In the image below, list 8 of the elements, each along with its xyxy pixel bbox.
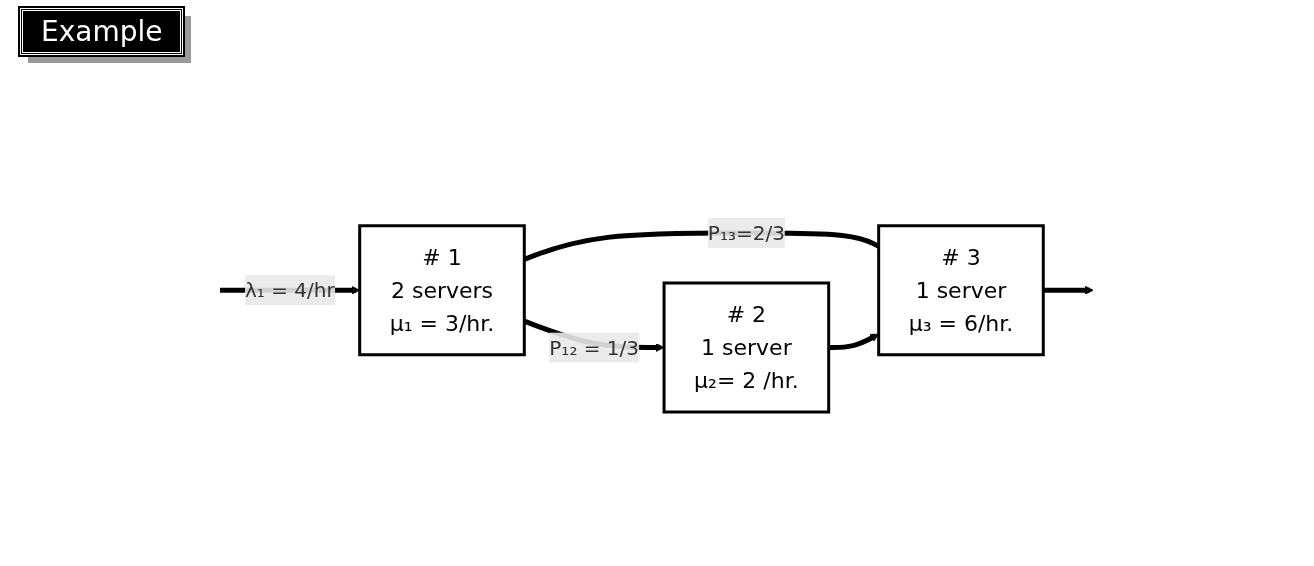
edge-label: P₁₂ = 1/3 — [549, 335, 640, 360]
node-box: # 3 1 server μ₃ = 6/hr. — [877, 224, 1046, 357]
node-box: # 1 2 servers μ₁ = 3/hr. — [358, 224, 527, 357]
arrow — [1043, 285, 1095, 295]
edge-label: λ₁ = 4/hr — [245, 278, 336, 303]
node-box: # 2 1 server μ₂= 2 /hr. — [662, 281, 831, 414]
edge-label: P₁₃=2/3 — [708, 221, 786, 245]
arrow — [829, 333, 880, 350]
